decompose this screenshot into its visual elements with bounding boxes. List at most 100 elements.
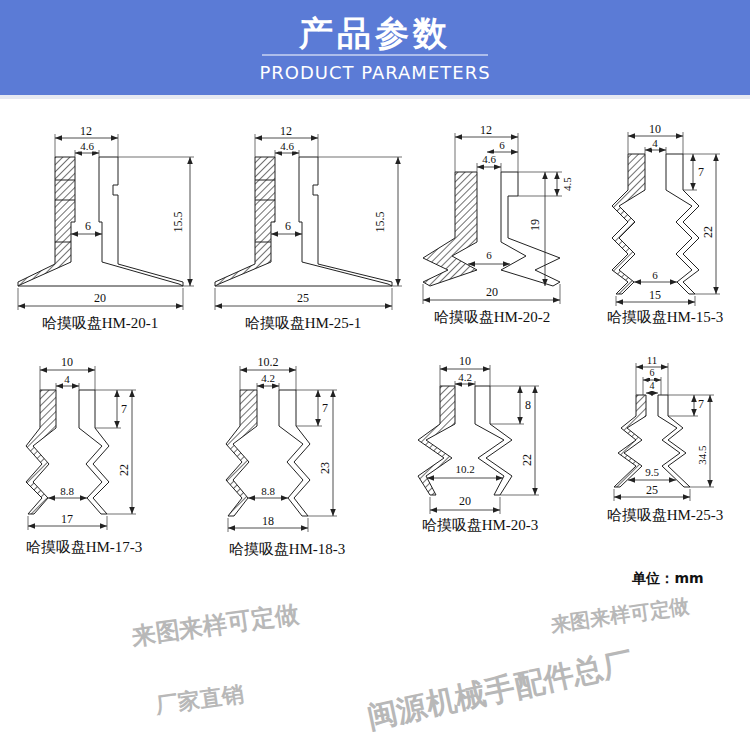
dimension-line (440, 369, 490, 370)
dimension-value: 4.6 (279, 141, 295, 152)
header-band (0, 0, 750, 99)
extension-line (18, 288, 19, 310)
dimension-value: 8 (524, 399, 532, 411)
dimension-line (477, 167, 501, 168)
dimension-line (557, 172, 558, 196)
dimension-value: 4 (63, 374, 71, 385)
dimension-line (646, 393, 658, 394)
extension-line (614, 489, 615, 501)
model-caption: 哈摸吸盘HM-20-3 (421, 518, 540, 533)
extension-line (645, 147, 646, 154)
dimension-line (275, 153, 299, 154)
dimension-line (427, 478, 503, 479)
dimension-line (55, 138, 118, 139)
dimension-value: 34.5 (697, 444, 708, 465)
dimension-line (430, 510, 500, 511)
suction-cup-drawing (299, 157, 392, 286)
extension-line (683, 132, 684, 154)
extension-line (440, 365, 441, 386)
dimension-line (56, 386, 79, 387)
page-title: 产品参数 (299, 16, 451, 50)
dimension-value: 17 (60, 513, 74, 525)
extension-line (75, 150, 76, 157)
dimension-line (616, 302, 695, 303)
suction-cup-drawing (255, 200, 275, 201)
dimension-value: 6 (649, 368, 656, 378)
suction-cup-drawing (658, 395, 690, 487)
dimension-line (468, 264, 510, 265)
dimension-line (117, 390, 118, 428)
suction-cup-drawing (255, 180, 275, 181)
extension-line (275, 150, 276, 157)
extension-line (628, 132, 629, 154)
suction-cup-drawing (666, 154, 699, 294)
model-caption: 哈摸吸盘HM-25-1 (244, 316, 363, 331)
dimension-line (398, 157, 399, 286)
dimension-line (255, 138, 318, 139)
dimension-line (18, 306, 183, 307)
extension-line (392, 286, 402, 287)
dimension-value: 4.5 (562, 176, 573, 192)
extension-line (636, 363, 637, 395)
dimension-value: 10 (60, 356, 74, 368)
extension-line (668, 416, 698, 417)
dimension-value: 19 (529, 218, 541, 232)
extension-line (500, 495, 539, 496)
model-caption: 哈摸吸盘HM-20-2 (433, 310, 552, 325)
extension-line (668, 395, 714, 396)
suction-cup-drawing (79, 390, 109, 514)
extension-line (490, 365, 491, 386)
extension-line (308, 518, 309, 532)
extension-line (518, 196, 562, 197)
extension-line (666, 147, 667, 154)
suction-cup-drawing (18, 154, 699, 516)
extension-line (28, 516, 29, 530)
dimension-value: 12 (479, 124, 493, 136)
suction-cup-drawing (55, 180, 75, 181)
dimension-line (710, 395, 711, 487)
dimension-line (71, 234, 102, 235)
dimension-value: 12 (79, 125, 93, 137)
suction-cup-drawing (215, 286, 392, 287)
extension-line (279, 383, 280, 390)
dimension-value: 20 (458, 495, 472, 507)
dimension-line (271, 234, 302, 235)
suction-cup-drawing (55, 200, 75, 201)
dimension-value: 18 (261, 515, 275, 527)
extension-line (668, 363, 669, 395)
extension-line (215, 288, 216, 310)
dimension-value: 9.5 (644, 467, 660, 478)
extension-line (392, 288, 393, 310)
dimension-line (694, 395, 695, 416)
dimension-value: 7 (697, 398, 705, 410)
dimension-value: 12 (279, 125, 293, 137)
suction-cup-drawing (423, 172, 477, 286)
suction-cup-drawing (99, 157, 183, 286)
extension-line (616, 296, 617, 306)
extension-line (183, 286, 194, 287)
dimension-line (257, 386, 279, 387)
unit-note: 单位：mm (631, 571, 704, 585)
watermark: 来图来样可定做 (548, 595, 691, 635)
dimension-value: 23 (319, 461, 331, 475)
dimension-value: 25 (296, 292, 310, 304)
dimension-value: 22 (702, 225, 714, 239)
extension-line (99, 150, 100, 157)
dimension-value: 10 (458, 355, 472, 367)
extension-line (299, 150, 300, 157)
extension-line (500, 497, 501, 514)
dimension-line (40, 370, 95, 371)
extension-line (455, 133, 456, 172)
extension-line (118, 134, 119, 157)
model-caption: 哈摸吸盘HM-17-3 (25, 540, 144, 555)
extension-line (95, 390, 136, 391)
extension-line (455, 381, 456, 386)
dimension-line (693, 154, 694, 190)
dimension-value: 4 (651, 138, 659, 149)
suction-cup-drawing (18, 286, 183, 287)
dimension-line (28, 526, 107, 527)
dimension-line (75, 153, 99, 154)
dimension-line (545, 172, 546, 286)
